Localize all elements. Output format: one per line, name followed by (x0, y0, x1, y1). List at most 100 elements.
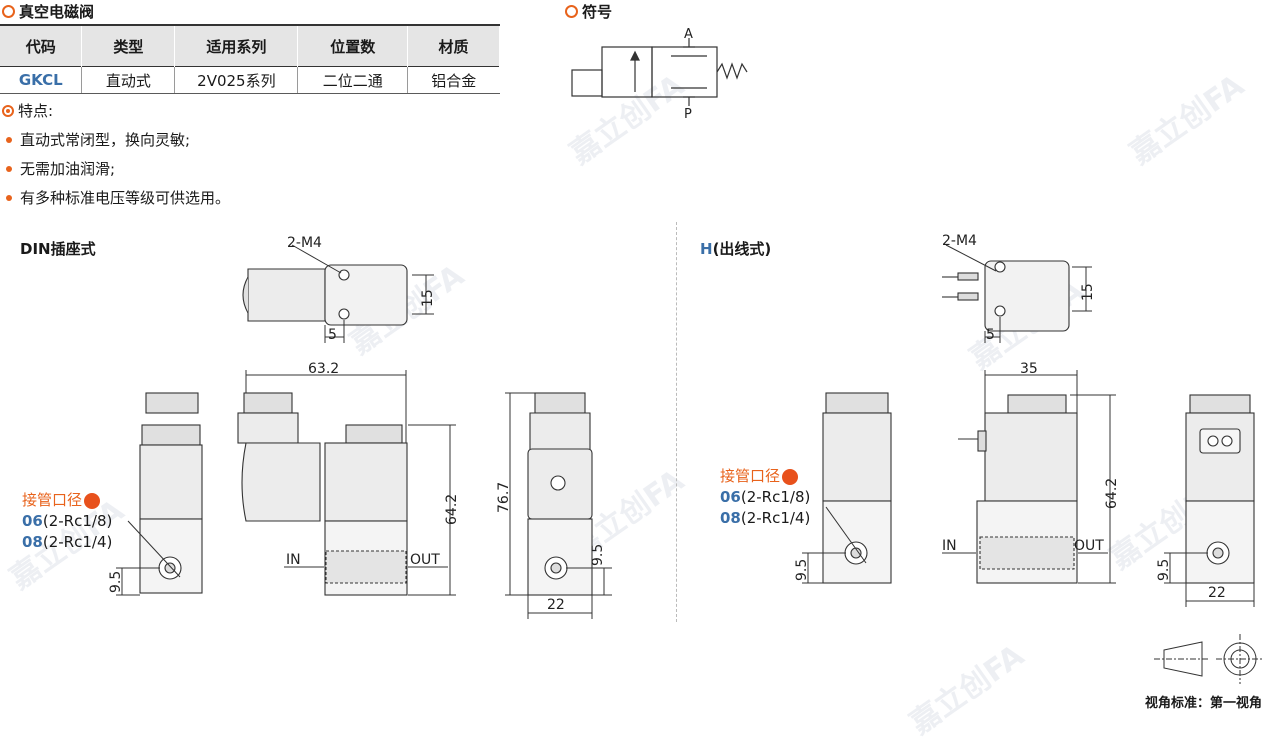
din-left-base (139, 518, 203, 594)
port-spec: (2-Rc1/4) (740, 509, 811, 527)
table-row: GKCL 直动式 2V025系列 二位二通 铝合金 (0, 66, 500, 94)
port-hole-inner (164, 562, 176, 574)
mount-hole (338, 308, 350, 320)
leader-line (945, 244, 997, 272)
mount-hole (338, 269, 350, 281)
symbol-box-right (651, 46, 718, 98)
h-dim-hole-spacing: 15 (1080, 283, 1096, 301)
section-divider (676, 222, 677, 622)
din-side-cap (534, 392, 586, 414)
features-list: 特点: 直动式常闭型，换向灵敏; 无需加油润滑; 有多种标准电压等级可供选用。 (2, 100, 230, 208)
section-title-symbol: 符号 (565, 1, 612, 22)
table-cell: 二位二通 (297, 66, 409, 94)
h-dim-port-height: 9.5 (794, 559, 810, 581)
port-option: 06(2-Rc1/8) (720, 487, 810, 508)
h-mid-lead (977, 430, 987, 452)
din-dim-port-height: 9.5 (108, 571, 124, 593)
din-top-cap (242, 276, 249, 314)
din-dim-height-body: 64.2 (444, 494, 460, 525)
h-mid-coil (984, 412, 1078, 502)
wire-lead (957, 292, 979, 301)
h-mount-holes: 2-M4 (942, 233, 977, 249)
h-dim-height-body: 64.2 (1104, 478, 1120, 509)
port-spec: (2-Rc1/8) (740, 488, 811, 506)
ring-icon (2, 5, 15, 18)
h-title-suffix: (出线式) (712, 240, 772, 258)
feature-text: 有多种标准电压等级可供选用。 (20, 189, 231, 207)
mount-hole (994, 261, 1006, 273)
h-port-label: 接管口径 06(2-Rc1/8) 08(2-Rc1/4) (720, 466, 810, 529)
port-code: 08 (22, 533, 43, 551)
table-header: 类型 (81, 25, 176, 67)
table-header: 代码 (0, 25, 83, 67)
din-mid-connector (237, 412, 299, 444)
bullet-icon (6, 165, 12, 172)
h-side-terminal (1199, 428, 1241, 454)
din-left-coil (139, 444, 203, 520)
feature-text: 无需加油润滑; (20, 160, 116, 178)
h-title-prefix: H (700, 240, 713, 258)
port-code: 06 (22, 512, 43, 530)
din-top-plate (324, 264, 408, 326)
target-icon (2, 104, 14, 117)
screw-icon (550, 475, 566, 491)
mount-hole (994, 305, 1006, 317)
h-left-nut (825, 392, 889, 414)
din-dim-base-width: 22 (547, 597, 565, 613)
feature-item: 无需加油润滑; (2, 158, 230, 179)
port-code: 08 (720, 509, 741, 527)
h-drawing: 2-M4 15 5 35 64.2 9.5 9.5 22 IN OUT (794, 233, 1255, 607)
feature-item: 有多种标准电压等级可供选用。 (2, 187, 230, 208)
terminal-icon (1207, 435, 1219, 447)
port-spec: (2-Rc1/8) (42, 512, 113, 530)
watermark-text: 嘉立创FA (1123, 68, 1251, 172)
bullet-icon (6, 194, 12, 201)
h-out-label: OUT (1074, 538, 1104, 554)
port-a-label: A (684, 27, 693, 42)
symbol-box-left (601, 46, 653, 98)
terminal-icon (1221, 435, 1233, 447)
table-cell: 2V025系列 (174, 66, 299, 94)
din-mid-port-passage (325, 550, 407, 584)
h-top-plate (984, 260, 1070, 332)
features-header: 特点: (2, 100, 230, 121)
bullet-icon (6, 136, 12, 143)
table-header: 材质 (407, 25, 500, 67)
din-out-label: OUT (410, 552, 440, 568)
port-hole-inner (850, 547, 862, 559)
ring-icon (565, 5, 578, 18)
din-drawing: 2-M4 15 5 63.2 64.2 76.7 9.5 9.5 22 IN O… (108, 235, 612, 619)
din-left-cap (145, 392, 199, 414)
h-dim-width: 35 (1020, 361, 1038, 377)
port-option: 06(2-Rc1/8) (22, 511, 112, 532)
features-title: 特点: (18, 102, 54, 120)
din-side-base (527, 518, 593, 596)
h-in-label: IN (942, 538, 957, 554)
port-dot-icon (782, 468, 799, 485)
din-dim-hole-spacing: 15 (420, 289, 436, 307)
table-header: 适用系列 (174, 25, 299, 67)
section-title-text: 真空电磁阀 (19, 3, 95, 21)
spring-icon (716, 62, 748, 80)
din-in-label: IN (286, 552, 301, 568)
din-mid-plug (241, 442, 321, 522)
solenoid-box (571, 69, 603, 97)
port-spec: (2-Rc1/4) (42, 533, 113, 551)
h-dim-base-width: 22 (1208, 585, 1226, 601)
spec-table: 代码 类型 适用系列 位置数 材质 GKCL 直动式 2V025系列 二位二通 … (0, 24, 500, 94)
h-dim-port-height-side: 9.5 (1156, 559, 1172, 581)
feature-item: 直动式常闭型，换向灵敏; (2, 129, 230, 150)
table-cell: 直动式 (81, 66, 176, 94)
h-title: H(出线式) (700, 238, 771, 259)
h-mid-port-passage (979, 536, 1075, 570)
port-hole-inner (1212, 547, 1224, 559)
h-mid-nut (1007, 394, 1067, 414)
h-left-coil (822, 412, 892, 502)
h-side-nut (1189, 394, 1251, 414)
din-dim-width: 63.2 (308, 361, 339, 377)
port-leader (127, 520, 181, 578)
port-title: 接管口径 (22, 490, 112, 511)
din-mid-coil (324, 442, 408, 522)
port-title-text: 接管口径 (22, 491, 83, 509)
table-cell-code: GKCL (0, 66, 83, 94)
